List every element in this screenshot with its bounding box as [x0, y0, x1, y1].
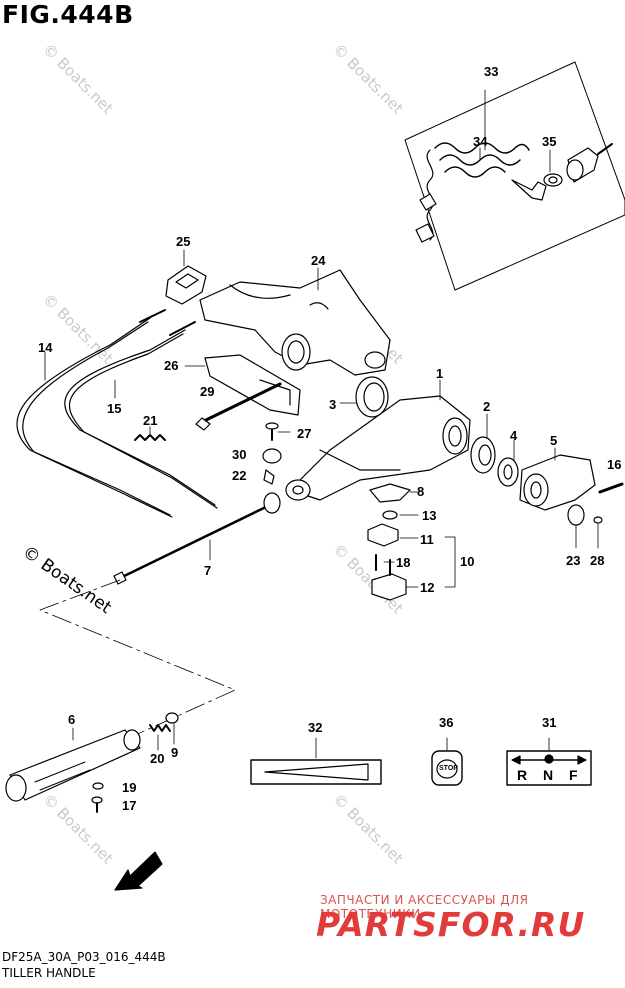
callout-33: 33: [484, 64, 499, 79]
callout-19: 19: [122, 780, 137, 795]
part-30-cap: [262, 448, 282, 464]
callout-28: 28: [590, 553, 605, 568]
part-3-ring: [339, 376, 389, 418]
callout-34: 34: [473, 134, 488, 149]
cables-14-15: [16, 309, 218, 518]
part-26-plate: [184, 354, 301, 416]
callout-16: 16: [607, 457, 622, 472]
callout-26: 26: [164, 358, 179, 373]
fwd-arrow-decal: [114, 851, 163, 891]
callout-5: 5: [550, 433, 558, 448]
part-29-bolt: [195, 382, 282, 431]
part-7-throttle-shaft: [113, 492, 281, 585]
callout-29: 29: [200, 384, 215, 399]
advert-logo: PARTSFOR.RU: [316, 905, 586, 944]
shift-letter-r: R: [517, 767, 528, 783]
callout-35: 35: [542, 134, 557, 149]
stop-label: STOP: [439, 765, 458, 772]
callout-22: 22: [232, 468, 247, 483]
callout-7: 7: [204, 563, 212, 578]
callout-21: 21: [143, 413, 158, 428]
callout-8: 8: [417, 484, 425, 499]
callout-6: 6: [68, 712, 76, 727]
callout-17: 17: [122, 798, 137, 813]
callout-2: 2: [483, 399, 491, 414]
part-20-spring: [149, 724, 171, 751]
shift-letter-n: N: [543, 767, 554, 783]
part-19-washer: [92, 782, 104, 790]
callout-14: 14: [38, 340, 53, 355]
part-6-grip: [5, 727, 141, 802]
callout-13: 13: [422, 508, 437, 523]
part-32-decal: [250, 737, 382, 785]
section-name: TILLER HANDLE: [2, 966, 96, 980]
part-25-grommet: [165, 249, 207, 305]
callout-15: 15: [107, 401, 122, 416]
callout-25: 25: [176, 234, 191, 249]
callout-9: 9: [171, 745, 179, 760]
callout-18: 18: [396, 555, 411, 570]
callout-27: 27: [297, 426, 312, 441]
part-22-clip: [263, 469, 275, 485]
callout-23: 23: [566, 553, 581, 568]
part-28-screw: [593, 516, 603, 549]
part-2-ring: [470, 413, 496, 474]
callout-36: 36: [439, 715, 454, 730]
part-1-tiller-arm: [285, 379, 471, 501]
part-36-stop-decal: [431, 737, 463, 786]
callout-11: 11: [420, 532, 434, 547]
part-16-bolt: [598, 482, 624, 494]
advert-tagline: ЗАПЧАСТИ И АКСЕССУАРЫ ДЛЯ МОТОТЕХНИКИ: [320, 893, 529, 921]
part-4-collar: [497, 439, 519, 487]
callout-10: 10: [460, 554, 475, 569]
callout-20: 20: [150, 751, 165, 766]
lanyard-assembly-box: [404, 61, 625, 291]
part-24-tiller-bracket: [199, 267, 391, 376]
callout-24: 24: [311, 253, 326, 268]
part-23-washer: [567, 504, 585, 549]
shift-letter-f: F: [569, 767, 578, 783]
part-17-screw: [91, 796, 103, 813]
figure-title: FIG.444B: [2, 0, 134, 29]
part-31-shift-decal: [506, 737, 592, 786]
part-9-cap: [165, 712, 179, 745]
callout-31: 31: [542, 715, 557, 730]
part-27-screw: [265, 422, 291, 441]
callout-30: 30: [232, 447, 247, 462]
part-21-spring: [134, 426, 166, 441]
friction-assembly: [367, 483, 456, 601]
callout-32: 32: [308, 720, 323, 735]
callout-3: 3: [329, 397, 337, 412]
callout-4: 4: [510, 428, 518, 443]
part-5-throttle-housing: [519, 447, 596, 511]
callout-1: 1: [436, 366, 444, 381]
model-code: DF25A_30A_P03_016_444B: [2, 950, 166, 964]
callout-12: 12: [420, 580, 435, 595]
